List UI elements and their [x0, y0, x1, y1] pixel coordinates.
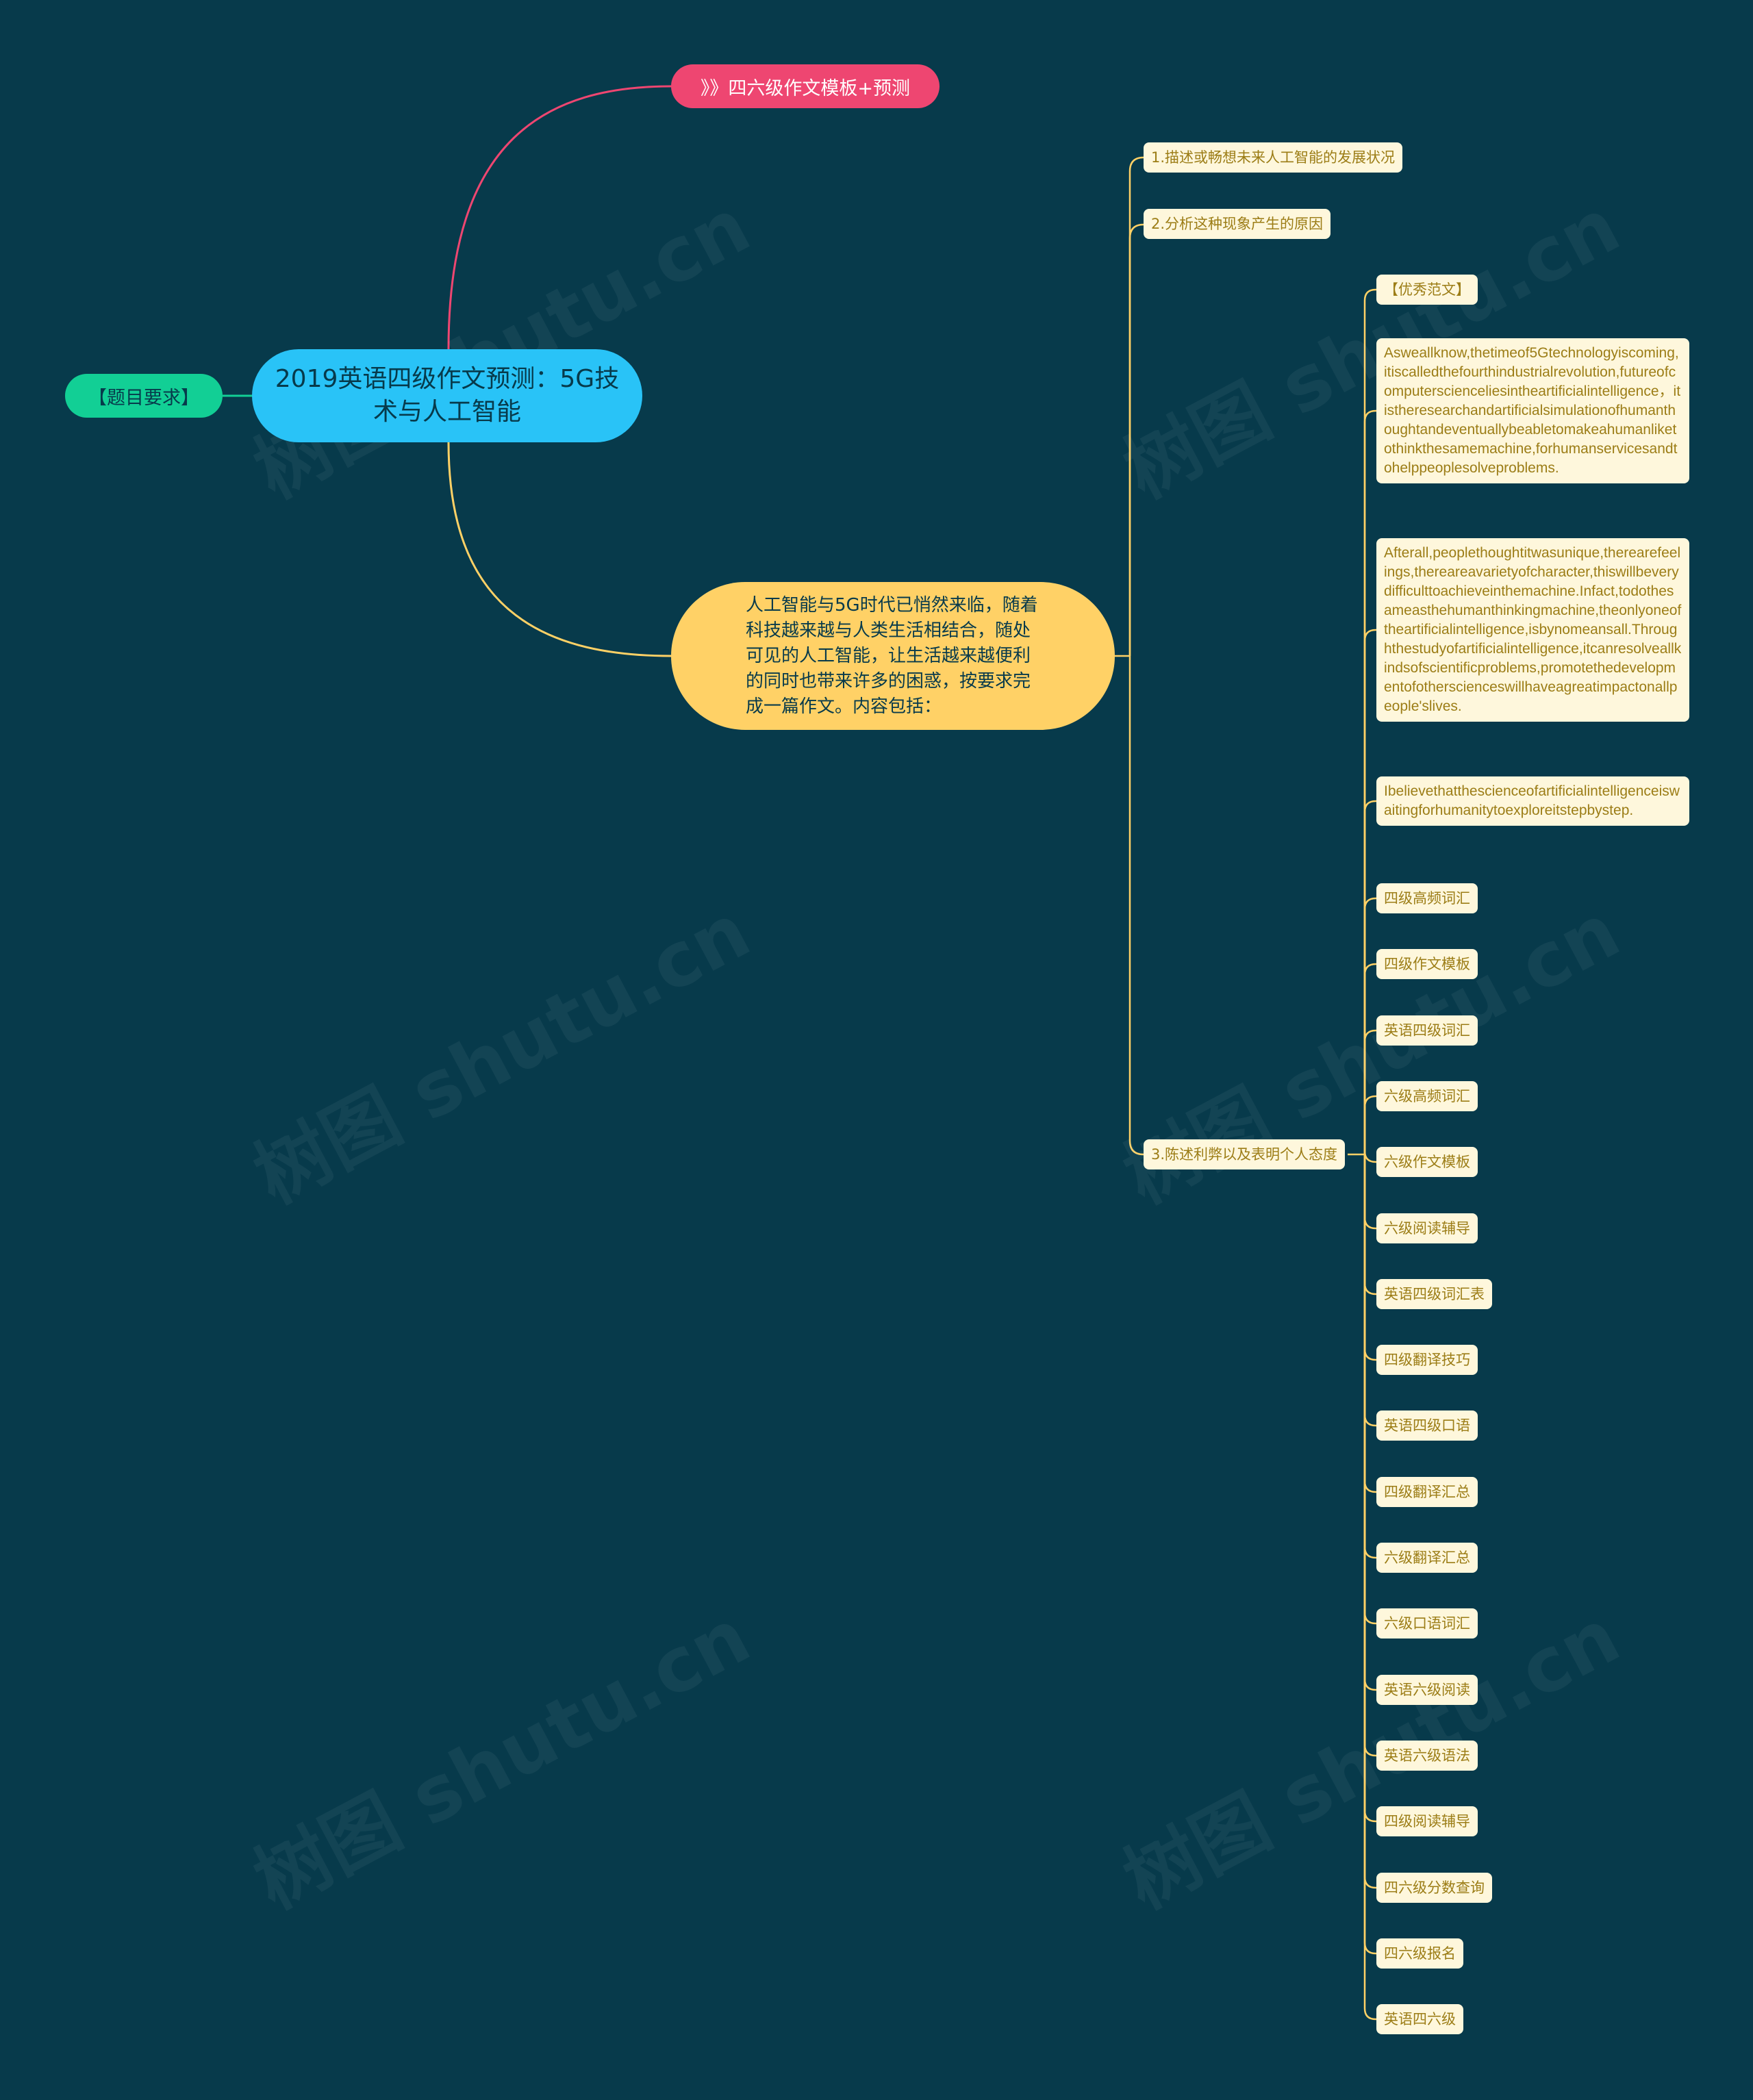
child-link: [1363, 1154, 1376, 1493]
link-item-label: 四级翻译技巧: [1384, 1352, 1470, 1368]
link-item-label: 四级翻译汇总: [1384, 1484, 1470, 1500]
child-link: [1363, 409, 1376, 1154]
link-item[interactable]: 四级作文模板: [1376, 949, 1478, 979]
sample-paragraph-3: Ibelievethatthescienceofartificialintell…: [1376, 776, 1689, 826]
child-link: [1363, 1154, 1376, 2021]
link-item[interactable]: 英语四级口语: [1376, 1410, 1478, 1441]
sample-paragraph-1: Asweallknow,thetimeof5Gtechnologyiscomin…: [1376, 338, 1689, 483]
link-item[interactable]: 六级阅读辅导: [1376, 1213, 1478, 1243]
link-item[interactable]: 四级阅读辅导: [1376, 1806, 1478, 1836]
prompt-node[interactable]: 人工智能与5G时代已悄然来临，随着科技越来越与人类生活相结合，随处可见的人工智能…: [671, 582, 1115, 730]
link-item[interactable]: 四级翻译汇总: [1376, 1477, 1478, 1507]
child-link: [1363, 963, 1376, 1154]
child-links: [1363, 288, 1376, 2021]
link-point-2: [1128, 223, 1144, 656]
point-2[interactable]: 2.分析这种现象产生的原因: [1144, 209, 1331, 239]
point-1[interactable]: 1.描述或畅想未来人工智能的发展状况: [1144, 142, 1403, 173]
sample-paragraph-2: Afterall,peoplethoughtitwasunique,therea…: [1376, 538, 1689, 722]
child-link: [1363, 800, 1376, 1154]
link-template: [447, 85, 672, 350]
child-link: [1363, 1154, 1376, 1230]
central-topic[interactable]: 2019英语四级作文预测：5G技术与人工智能: [252, 349, 642, 442]
link-point-3: [1128, 656, 1144, 1156]
link-item-label: 六级口语词汇: [1384, 1615, 1470, 1632]
link-item[interactable]: 六级作文模板: [1376, 1147, 1478, 1177]
link-item-label: 六级作文模板: [1384, 1154, 1470, 1170]
link-item[interactable]: 英语四级词汇表: [1376, 1279, 1492, 1309]
link-prompt: [447, 442, 672, 657]
point-3[interactable]: 3.陈述利弊以及表明个人态度: [1144, 1139, 1346, 1169]
link-item[interactable]: 四六级分数查询: [1376, 1873, 1492, 1903]
sample-header[interactable]: 【优秀范文】: [1376, 275, 1478, 305]
template-link-label: 》》四六级作文模板+预测: [700, 77, 911, 99]
link-item-label: 六级翻译汇总: [1384, 1549, 1470, 1566]
child-link: [1363, 1154, 1376, 1757]
link-item[interactable]: 六级翻译汇总: [1376, 1543, 1478, 1573]
requirement-label: 【题目要求】: [88, 387, 199, 409]
child-link: [1363, 1029, 1376, 1154]
link-item-label: 英语六级语法: [1384, 1747, 1470, 1764]
link-item[interactable]: 六级口语词汇: [1376, 1608, 1478, 1639]
link-item-label: 四级高频词汇: [1384, 890, 1470, 907]
child-link: [1363, 1154, 1376, 1361]
link-item-label: 英语六级阅读: [1384, 1682, 1470, 1698]
child-link: [1363, 629, 1376, 1154]
central-topic-label: 2019英语四级作文预测：5G技术与人工智能: [275, 365, 620, 426]
link-item-label: 英语四级词汇表: [1384, 1286, 1485, 1302]
link-item-label: 四六级分数查询: [1384, 1880, 1485, 1896]
link-item[interactable]: 英语四六级: [1376, 2004, 1463, 2034]
link-item-label: 六级高频词汇: [1384, 1088, 1470, 1104]
link-item[interactable]: 四六级报名: [1376, 1938, 1463, 1969]
child-link: [1363, 897, 1376, 1154]
point-1-label: 1.描述或畅想未来人工智能的发展状况: [1151, 149, 1396, 166]
link-item-label: 四级阅读辅导: [1384, 1813, 1470, 1830]
child-link: [1363, 1095, 1376, 1154]
prompt-text: 人工智能与5G时代已悄然来临，随着科技越来越与人类生活相结合，随处可见的人工智能…: [746, 594, 1038, 717]
link-item-label: 四六级报名: [1384, 1945, 1456, 1962]
link-item[interactable]: 英语四级词汇: [1376, 1015, 1478, 1046]
sample-header-label: 【优秀范文】: [1384, 281, 1470, 298]
link-item-label: 六级阅读辅导: [1384, 1220, 1470, 1237]
point-3-label: 3.陈述利弊以及表明个人态度: [1151, 1146, 1338, 1163]
link-item[interactable]: 四级翻译技巧: [1376, 1345, 1478, 1375]
link-point-1: [1128, 156, 1144, 656]
link-item[interactable]: 六级高频词汇: [1376, 1081, 1478, 1111]
link-item[interactable]: 四级高频词汇: [1376, 883, 1478, 913]
link-item[interactable]: 英语六级语法: [1376, 1741, 1478, 1771]
link-item-label: 四级作文模板: [1384, 956, 1470, 972]
link-item-label: 英语四级词汇: [1384, 1022, 1470, 1039]
child-link: [1363, 1154, 1376, 1889]
link-item[interactable]: 英语六级阅读: [1376, 1675, 1478, 1705]
child-link: [1363, 288, 1376, 1154]
sample-paragraph-2-text: Afterall,peoplethoughtitwasunique,therea…: [1384, 545, 1682, 714]
requirement-node[interactable]: 【题目要求】: [65, 374, 223, 418]
template-link-node[interactable]: 》》四六级作文模板+预测: [671, 64, 939, 108]
link-item-label: 英语四级口语: [1384, 1417, 1470, 1434]
link-item-label: 英语四六级: [1384, 2011, 1456, 2027]
point-2-label: 2.分析这种现象产生的原因: [1151, 216, 1324, 232]
child-link: [1363, 1150, 1376, 1163]
sample-paragraph-3-text: Ibelievethatthescienceofartificialintell…: [1384, 783, 1680, 818]
sample-paragraph-1-text: Asweallknow,thetimeof5Gtechnologyiscomin…: [1384, 345, 1681, 476]
